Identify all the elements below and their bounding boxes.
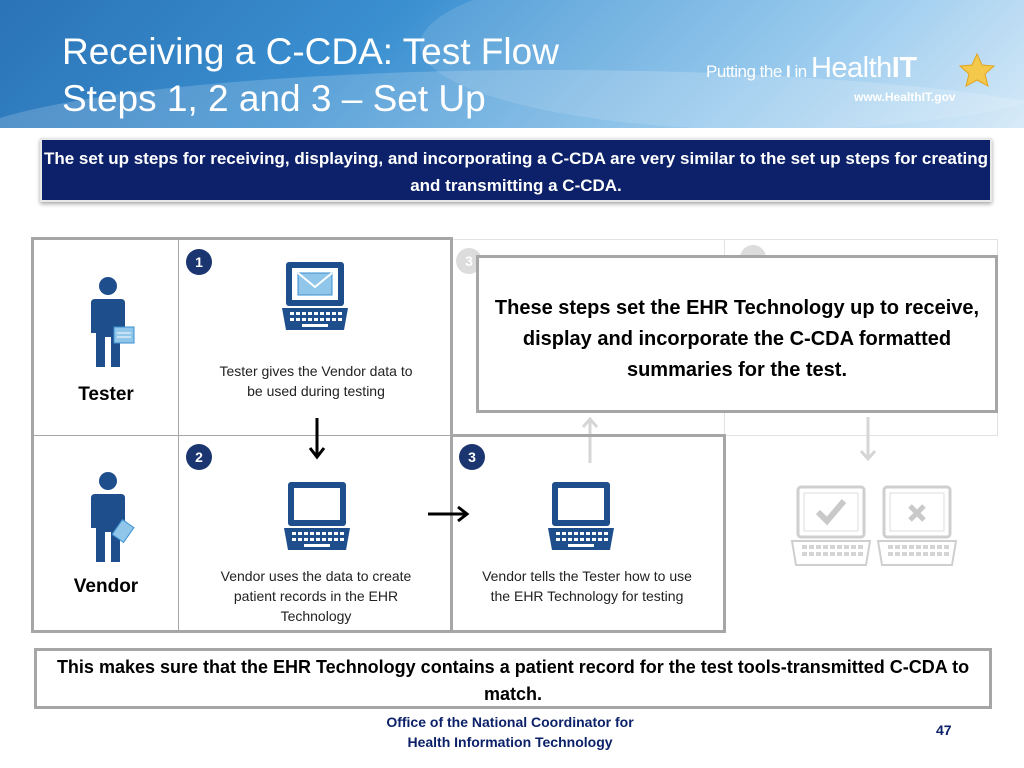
callout-box: These steps set the EHR Technology up to… [476,255,998,413]
grid-row-divider [34,435,450,436]
vendor-person-icon [91,472,135,562]
intro-banner: The set up steps for receiving, displayi… [40,138,992,202]
step-3-badge: 3 [459,444,485,470]
footer-line-1: Office of the National Coordinator for [386,714,634,730]
page-number: 47 [936,722,952,738]
faded-down-arrow-icon [859,417,877,462]
grid-step3-frame [450,434,726,633]
step-3-text: Vendor tells the Tester how to use the E… [482,568,692,604]
healthit-logo: Putting the I in HealthIT www.HealthIT.g… [706,52,1006,112]
logo-putting: Putting the [706,62,787,81]
title-line-2: Steps 1, 2 and 3 – Set Up [62,78,486,119]
down-arrow-icon [308,418,326,460]
logo-wordmark: Putting the I in HealthIT [706,52,1006,85]
footer-org: Office of the National Coordinator for H… [350,712,670,752]
page-title: Receiving a C-CDA: Test Flow Steps 1, 2 … [62,28,559,122]
laptop-email-icon [282,262,348,330]
logo-url: www.HealthIT.gov [854,90,956,104]
faded-bottom-line [724,435,998,436]
faded-up-arrow-icon [581,416,599,463]
step-1-badge: 1 [186,249,212,275]
faded-laptop-check-icon [790,485,872,566]
right-arrow-icon [428,505,470,523]
logo-health: Health [810,52,892,84]
summary-note: This makes sure that the EHR Technology … [34,648,992,709]
role-label-tester: Tester [78,384,134,405]
footer-line-2: Health Information Technology [407,734,613,750]
role-label-vendor: Vendor [73,576,139,597]
star-icon [958,52,996,87]
step-1-text: Tester gives the Vendor data to be used … [219,363,413,399]
faded-top-line [452,239,998,240]
logo-it: IT [891,52,917,84]
step-2-badge: 2 [186,444,212,470]
header-band: Receiving a C-CDA: Test Flow Steps 1, 2 … [0,0,1024,128]
logo-i: I [786,62,791,81]
laptop-icon [548,482,614,550]
step-2-text: Vendor uses the data to create patient r… [220,568,412,624]
logo-in: in [790,62,811,81]
faded-laptop-x-icon [876,485,958,566]
laptop-icon [284,482,350,550]
tester-person-icon [91,277,135,367]
title-line-1: Receiving a C-CDA: Test Flow [62,31,559,72]
